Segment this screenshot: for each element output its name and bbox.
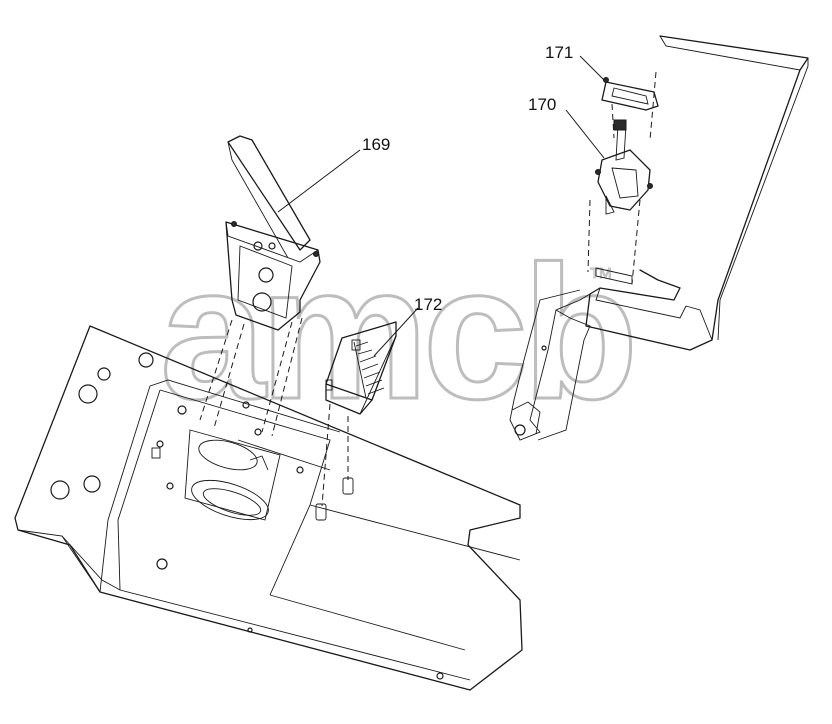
- callout-labels: 169 170 171 172: [362, 43, 573, 314]
- leader-170: [565, 109, 605, 159]
- watermark-text: amcb: [160, 227, 632, 439]
- watermark-tm: TM: [590, 265, 612, 282]
- pad-172: [315, 321, 397, 521]
- callout-169: 169: [362, 135, 390, 154]
- leader-172: [373, 307, 419, 357]
- valve-170: [595, 119, 653, 215]
- console-panel: [509, 35, 809, 441]
- leader-171: [579, 55, 605, 81]
- leader-lines: [277, 55, 605, 357]
- gasket-171: [601, 77, 659, 111]
- pedal-169: [199, 135, 321, 437]
- callout-170: 170: [528, 95, 556, 114]
- leader-169: [277, 149, 361, 213]
- callout-172: 172: [414, 295, 442, 314]
- callout-171: 171: [545, 43, 573, 62]
- watermark: amcb TM: [159, 226, 640, 441]
- floor-panel: [14, 325, 523, 691]
